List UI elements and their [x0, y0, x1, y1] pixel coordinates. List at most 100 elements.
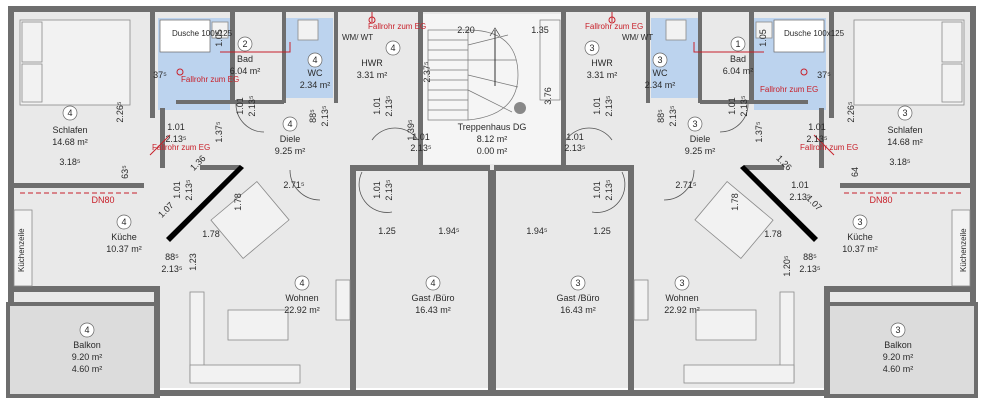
annotations: Fallrohr zum EG Fallrohr zum EG Fallrohr…	[17, 22, 968, 272]
dimension: 2.13⁵	[184, 179, 194, 201]
room-right-schlafen: 3 Schlafen 14.68 m²	[887, 105, 923, 147]
kuechenzeile-label: Küchenzeile	[17, 228, 26, 272]
dimension: 1.01	[235, 97, 245, 115]
room-area-secondary: 4.60 m²	[883, 364, 914, 374]
room-left-diele: 4 Diele 9.25 m²	[275, 116, 305, 156]
room-area: 2.34 m²	[645, 80, 676, 90]
dimension: 1.39⁵	[406, 119, 416, 141]
fallrohr-label: Fallrohr zum EG	[760, 85, 818, 94]
coffee-table-left	[227, 309, 289, 341]
dusche-label: Dusche 100x125	[784, 29, 845, 38]
room-name: Wohnen	[665, 293, 698, 303]
room-left-schlafen: 4 Schlafen 14.68 m²	[52, 105, 88, 147]
room-name: Gast /Büro	[411, 293, 454, 303]
room-name: WC	[653, 68, 668, 78]
room-area: 8.12 m²	[477, 134, 508, 144]
dimension: 2.13⁵	[247, 95, 257, 117]
kuechenzeile-label: Küchenzeile	[959, 228, 968, 272]
room-number: 3	[575, 278, 580, 288]
room-number: 3	[657, 55, 662, 65]
dimension: 1.25	[593, 226, 611, 236]
dimension: 1.23	[188, 253, 198, 271]
dimension: 2.13⁵	[799, 264, 821, 274]
dusche-left: Dusche 100x125	[159, 19, 233, 53]
room-left-wc: 4 WC 2.34 m²	[300, 52, 331, 90]
dimension: 2.13⁵	[789, 192, 811, 202]
dimension: 2.37⁵	[422, 61, 432, 83]
room-area: 2.34 m²	[300, 80, 331, 90]
dimension: 64	[850, 167, 860, 177]
dimension: 2.20	[457, 25, 475, 35]
room-area: 14.68 m²	[887, 137, 923, 147]
wm-wt-label: WM/ WT	[622, 33, 653, 42]
sofa-left-long	[189, 364, 301, 384]
room-right-diele: 3 Diele 9.25 m²	[685, 116, 715, 156]
room-right-wohnen: 3 Wohnen 22.92 m²	[664, 275, 700, 315]
dusche-right: Dusche 100x125	[773, 19, 845, 53]
dimension: 1.01	[808, 122, 826, 132]
room-area: 22.92 m²	[664, 305, 700, 315]
room-number: 3	[589, 43, 594, 53]
dimension: 37⁵	[817, 70, 831, 80]
staircase	[427, 19, 561, 121]
room-number: 3	[902, 108, 907, 118]
room-number: 4	[299, 278, 304, 288]
room-number: 4	[84, 325, 89, 335]
dimension: 1.01	[592, 181, 602, 199]
dimension: 2.13⁵	[410, 143, 432, 153]
fallrohr-label: Fallrohr zum EG	[585, 22, 643, 31]
bath-sink-left-icon	[211, 21, 229, 39]
fallrohr-label: Fallrohr zum EG	[800, 143, 858, 152]
dimension: 1.01	[372, 181, 382, 199]
dimension: 3.76	[543, 87, 553, 105]
room-number: 3	[857, 217, 862, 227]
dimension: 2.71⁵	[675, 180, 697, 190]
room-number: 4	[287, 119, 292, 129]
room-area: 6.04 m²	[723, 66, 754, 76]
fallrohr-lines	[149, 12, 835, 156]
room-name: HWR	[361, 58, 383, 68]
room-area-secondary: 4.60 m²	[72, 364, 103, 374]
room-name: WC	[308, 68, 323, 78]
dn80-label: DN80	[91, 195, 114, 205]
room-area: 10.37 m²	[106, 244, 142, 254]
room-name: Bad	[237, 54, 253, 64]
dimension: 88⁵	[803, 252, 817, 262]
room-area-secondary: 0.00 m²	[477, 146, 508, 156]
room-number: 3	[692, 119, 697, 129]
room-name: Diele	[690, 134, 711, 144]
dimension: 1.05	[758, 29, 768, 47]
room-number: 2	[242, 39, 247, 49]
room-name: Gast /Büro	[556, 293, 599, 303]
room-number: 4	[67, 108, 72, 118]
room-area: 14.68 m²	[52, 137, 88, 147]
dimension: 2.13⁵	[739, 95, 749, 117]
coffee-table-right	[695, 309, 757, 341]
dimension: 2.13⁵	[668, 105, 678, 127]
room-number: 4	[390, 43, 395, 53]
dimension: 1.78	[764, 229, 782, 239]
dimension: 2.13⁵	[161, 264, 183, 274]
room-number: 4	[312, 55, 317, 65]
room-area: 3.31 m²	[587, 70, 618, 80]
dimension: 1.01	[412, 132, 430, 142]
room-left-gast: 4 Gast /Büro 16.43 m²	[411, 275, 455, 315]
room-area: 9.20 m²	[883, 352, 914, 362]
room-right-kueche: 3 Küche 10.37 m²	[842, 214, 878, 254]
dimension: 1.05	[214, 29, 224, 47]
wc-toilet-right-icon	[665, 19, 687, 41]
wc-toilet-left-icon	[297, 19, 319, 41]
room-area: 22.92 m²	[284, 305, 320, 315]
room-area: 10.37 m²	[842, 244, 878, 254]
room-name: Schlafen	[52, 125, 87, 135]
dimension: 2.13⁵	[384, 95, 394, 117]
dimension: 2.13⁵	[384, 179, 394, 201]
room-name: Schlafen	[887, 125, 922, 135]
dining-table-right	[694, 181, 774, 259]
room-left-wohnen: 4 Wohnen 22.92 m²	[284, 275, 320, 315]
room-name: Balkon	[73, 340, 101, 350]
room-area: 9.20 m²	[72, 352, 103, 362]
room-number: 3	[895, 325, 900, 335]
room-stairwell: Treppenhaus DG 8.12 m² 0.00 m²	[458, 122, 527, 156]
dimension: 1.94⁵	[526, 226, 548, 236]
